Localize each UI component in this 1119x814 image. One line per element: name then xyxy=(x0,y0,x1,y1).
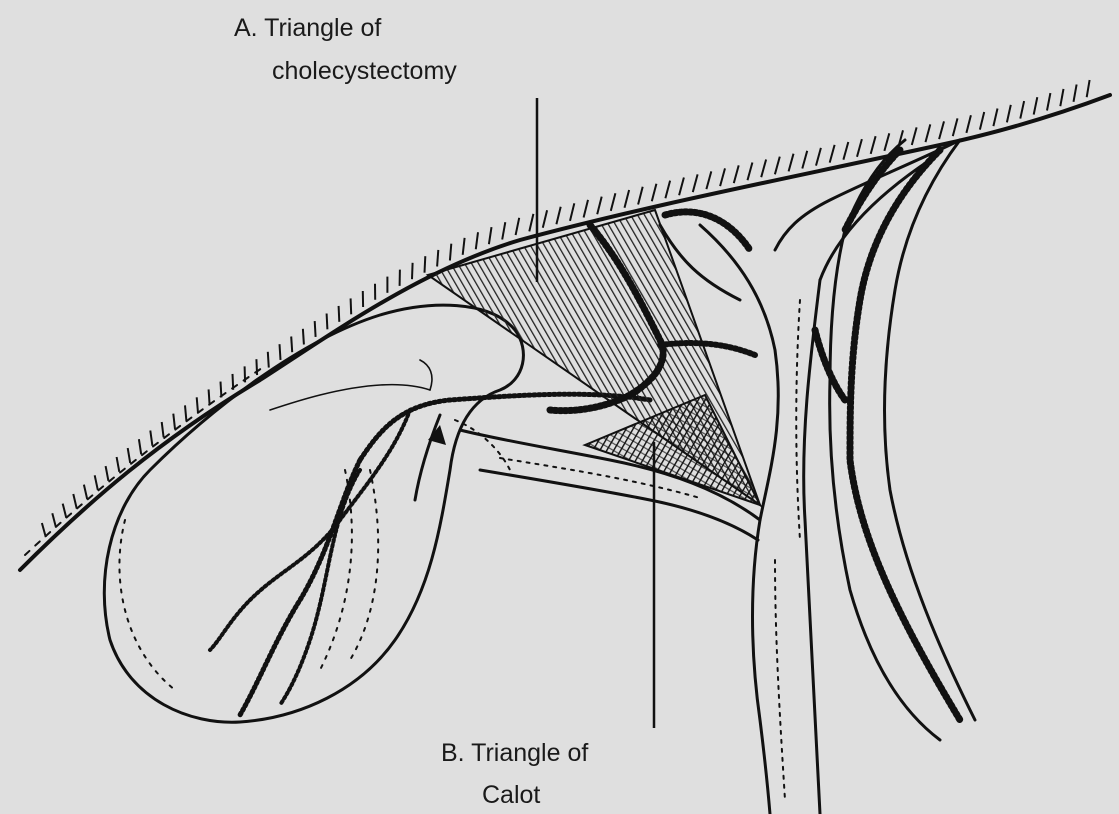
liver-hatch-stroke xyxy=(339,306,340,322)
liver-hatch-stroke xyxy=(327,314,328,330)
label-triangle-b-line1: B. Triangle of xyxy=(441,738,588,768)
liver-hatch-stroke xyxy=(775,157,780,175)
liver-hatch-stroke xyxy=(611,193,616,211)
liver-hatch-stroke xyxy=(816,148,821,166)
label-triangle-b-line2: Calot xyxy=(482,780,540,810)
liver-hatch-stroke xyxy=(802,151,807,169)
liver-hatch-stroke xyxy=(693,174,698,192)
liver-hatch-stroke xyxy=(303,329,304,345)
liver-hatch-stroke xyxy=(953,118,958,136)
liver-hatch-stroke xyxy=(489,227,492,244)
liver-hatch-stroke xyxy=(197,397,198,413)
liver-hatch-stroke xyxy=(351,298,352,314)
liver-hatch-stroke xyxy=(857,139,862,157)
liver-hatch-stroke xyxy=(638,187,643,205)
liver-hatch-stroke xyxy=(268,352,269,368)
liver-hatch-stroke xyxy=(871,136,876,154)
liver-hatch-stroke xyxy=(412,263,413,279)
liver-hatch-stroke xyxy=(425,256,426,273)
liver-hatch-stroke xyxy=(52,513,56,527)
liver-hatch-stroke xyxy=(95,475,98,490)
liver-hatch-stroke xyxy=(1007,105,1011,123)
liver-hatch-stroke xyxy=(720,168,725,186)
liver-hatch-stroke xyxy=(73,494,76,509)
label-triangle-a-line1: A. Triangle of xyxy=(234,13,381,43)
liver-hatch-stroke xyxy=(502,222,505,239)
liver-hatch-stroke xyxy=(256,359,257,375)
liver-hatch-stroke xyxy=(843,142,848,160)
liver-hatch-stroke xyxy=(706,171,711,189)
liver-hatch-stroke xyxy=(926,124,931,142)
hepatic-artery xyxy=(815,140,975,740)
liver-hatch-stroke xyxy=(556,207,560,225)
liver-hatch-stroke xyxy=(980,112,984,130)
liver-hatch-stroke xyxy=(1087,80,1090,97)
liver-hatch-stroke xyxy=(584,200,588,218)
liver-hatch-stroke xyxy=(939,121,944,139)
liver-hatch-stroke xyxy=(162,422,164,437)
liver-hatch-stroke xyxy=(150,431,152,446)
liver-hatch-stroke xyxy=(450,244,451,261)
liver-hatch-stroke xyxy=(209,389,210,405)
liver-hatch-stroke xyxy=(912,127,917,145)
liver-hatch-stroke xyxy=(1060,89,1063,106)
gallbladder xyxy=(104,305,523,722)
liver-hatch-stroke xyxy=(789,154,794,172)
liver-hatch-stroke xyxy=(884,133,889,151)
label-triangle-a-line2: cholecystectomy xyxy=(272,56,457,86)
liver-hatch-stroke xyxy=(185,405,186,421)
liver-hatch-stroke xyxy=(173,414,175,429)
liver-hatch-stroke xyxy=(966,115,971,133)
liver-hatch-stroke xyxy=(516,218,520,235)
liver-hatch-stroke xyxy=(993,109,997,127)
liver-hatch-stroke xyxy=(106,466,109,481)
liver-hatch-stroke xyxy=(1034,97,1038,114)
liver-hatch-stroke xyxy=(665,181,670,199)
liver-hatch-stroke xyxy=(761,160,766,178)
liver-hatch-stroke xyxy=(463,238,465,255)
liver-hatch-stroke xyxy=(1074,85,1077,102)
liver-hatch-stroke xyxy=(830,145,835,163)
liver-hatch-stroke xyxy=(1047,93,1050,110)
liver-hatch-stroke xyxy=(84,485,87,500)
liver-hatch-stroke xyxy=(42,523,46,537)
liver-hatch-stroke xyxy=(748,163,753,181)
liver-hatch-stroke xyxy=(117,457,120,472)
liver-hatch-stroke xyxy=(280,344,281,360)
cystic-artery-branches xyxy=(210,360,650,715)
liver-hatch-stroke xyxy=(437,250,438,267)
liver-hatch-stroke xyxy=(139,439,141,454)
liver-hatch-stroke xyxy=(476,232,478,249)
liver-hatch-stroke xyxy=(570,203,574,221)
liver-hatch-stroke xyxy=(128,448,131,463)
liver-hatch-stroke xyxy=(597,197,602,215)
liver-hatch-stroke xyxy=(734,165,739,183)
liver-hatch-stroke xyxy=(245,366,246,382)
liver-hatch-stroke xyxy=(679,178,684,196)
liver-hatch-stroke xyxy=(529,214,533,232)
liver-hatch-stroke xyxy=(543,210,547,228)
liver-hatch-stroke xyxy=(1020,101,1024,119)
liver-hatch-stroke xyxy=(63,504,67,518)
liver-hatch-stroke xyxy=(652,184,657,202)
liver-hatch-stroke xyxy=(233,374,234,390)
liver-hatch-stroke xyxy=(221,382,222,398)
liver-hatch-stroke xyxy=(315,321,316,337)
liver-hatch-stroke xyxy=(291,337,292,353)
liver-hatch-stroke xyxy=(625,190,630,208)
